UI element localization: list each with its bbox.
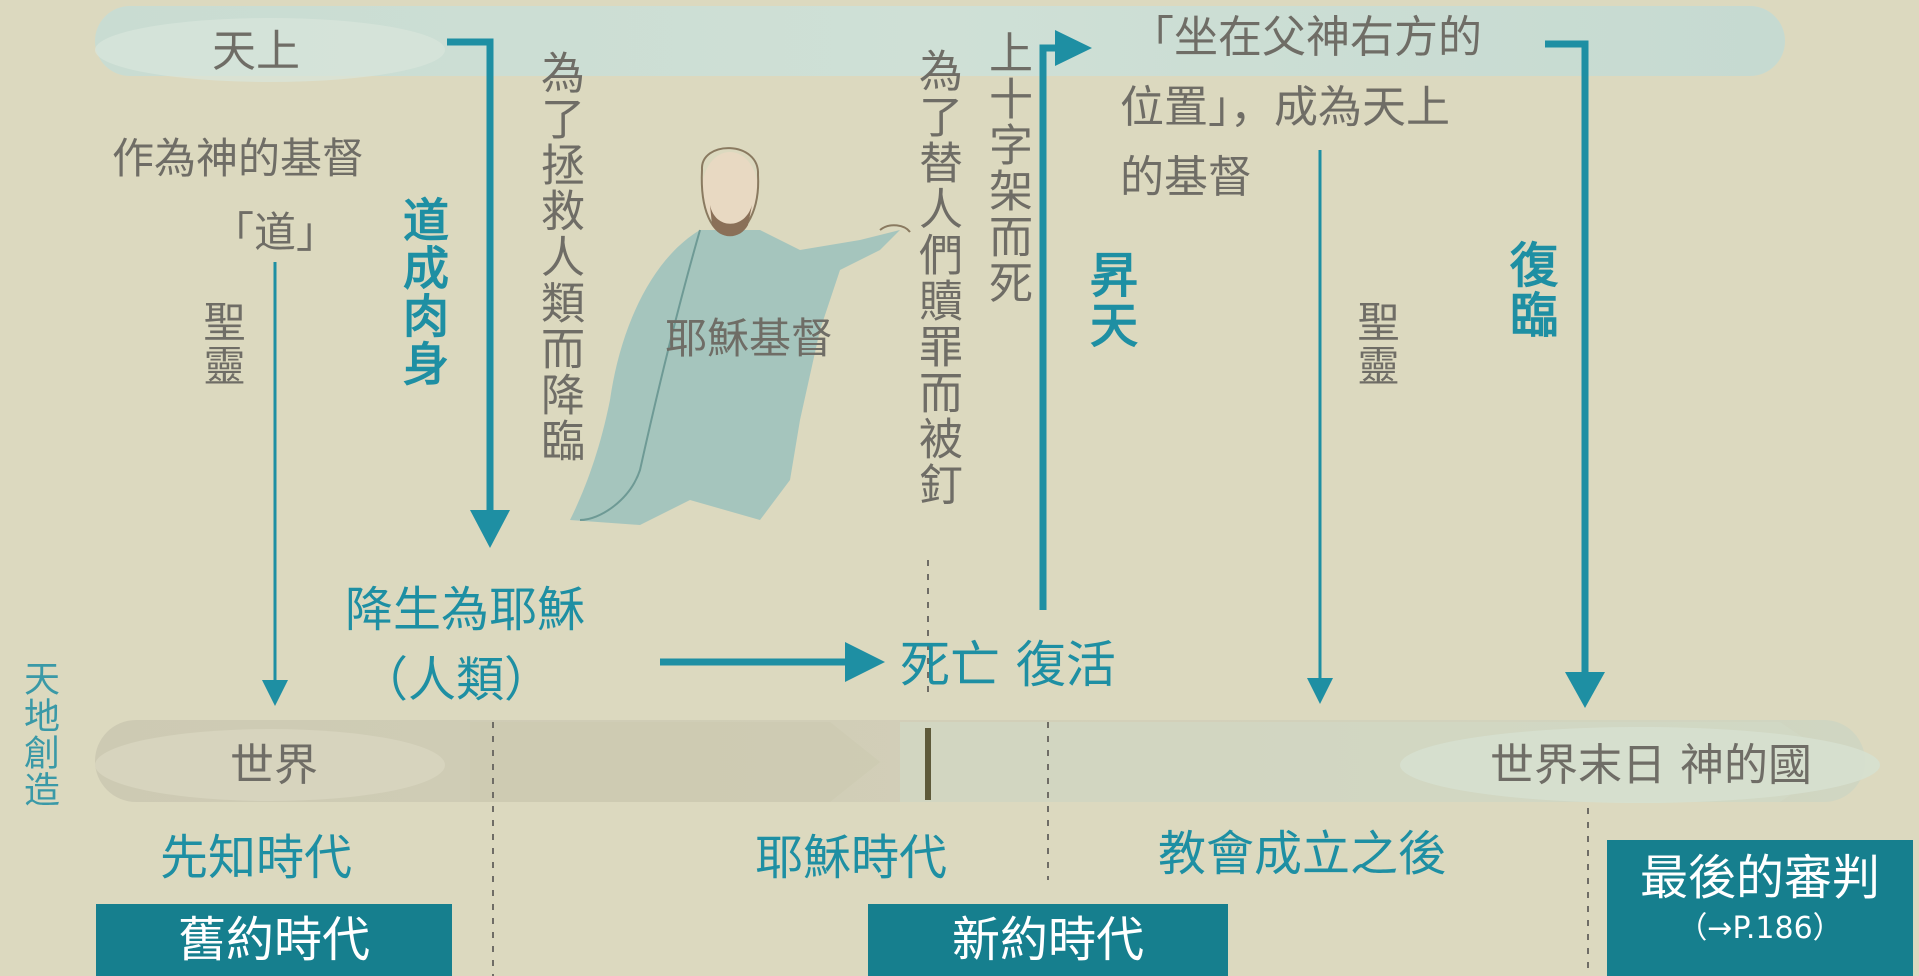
end-bubble	[1400, 727, 1880, 803]
old-testament-band: 舊約時代	[96, 904, 452, 976]
world-bubble	[95, 729, 445, 801]
right-hand-text-line2: 位置」，成為天上	[1120, 82, 1450, 133]
holy-spirit-right-label: 聖靈	[1351, 300, 1400, 388]
second-coming-label: 復臨	[1501, 240, 1557, 340]
ascension-label: 昇天	[1081, 250, 1137, 350]
born-as-jesus-line1: 降生為耶穌	[345, 582, 586, 638]
word-text-line1: 作為神的基督	[112, 134, 365, 183]
right-hand-text-line1: 「坐在父神右方的	[1130, 12, 1482, 63]
holy-spirit-left-label: 聖靈	[197, 300, 246, 388]
descend-reason-text: 為了拯救人類而降臨	[533, 50, 584, 464]
right-hand-text-line3: 的基督	[1120, 152, 1252, 203]
jesus-christ-label: 耶穌基督	[665, 314, 834, 363]
heaven-label: 天上	[212, 26, 300, 77]
atonement-text: 為了替人們贖罪而被釘	[911, 48, 962, 508]
last-judgment-band: 最後的審判 （→P.186）	[1607, 840, 1913, 976]
born-as-jesus-line2: （人類）	[360, 652, 553, 708]
incarnation-label: 道成肉身	[396, 196, 450, 388]
crucifixion-text: 上十字架而死	[981, 30, 1032, 306]
world-arrow-1	[470, 722, 880, 802]
jesus-figure	[570, 147, 911, 525]
last-judgment-label: 最後的審判	[1639, 850, 1880, 906]
heaven-band	[95, 6, 1785, 76]
new-testament-label: 新約時代	[951, 912, 1144, 968]
ascension-arrow	[1039, 44, 1060, 610]
death-resurrection-label: 死亡 復活	[900, 636, 1116, 694]
jesus-era-label: 耶穌時代	[755, 830, 948, 886]
incarnation-arrow	[447, 38, 494, 520]
church-era-label: 教會成立之後	[1158, 826, 1447, 882]
heaven-bubble	[95, 18, 445, 82]
old-testament-label: 舊約時代	[177, 912, 370, 968]
world-label: 世界	[230, 740, 318, 791]
last-judgment-ref: （→P.186）	[1677, 911, 1843, 946]
creation-label: 天地創造	[18, 660, 59, 808]
prophets-era-label: 先知時代	[160, 830, 353, 886]
word-text-line2: 「道」	[212, 208, 339, 257]
world-end-label: 世界末日 神的國	[1490, 740, 1812, 791]
second-coming-arrow	[1545, 40, 1589, 680]
new-testament-band: 新約時代	[868, 904, 1228, 976]
